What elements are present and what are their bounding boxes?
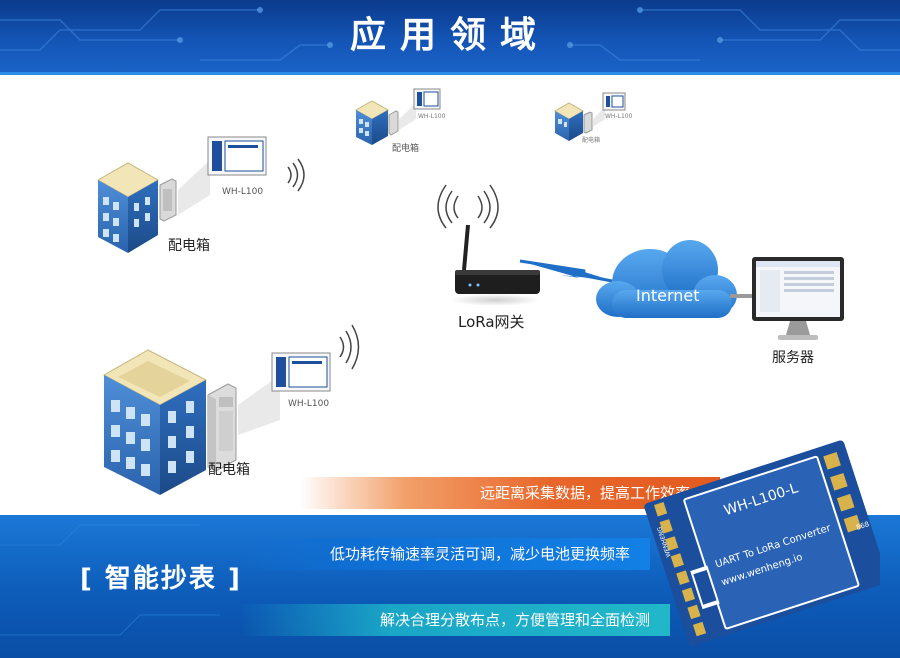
page-title: 应用领域	[349, 15, 550, 56]
signal-beam-icon	[178, 160, 210, 215]
wireless-signal-icon	[437, 184, 499, 229]
network-diagram: 配电箱 WH-L100 配电箱 WH-L100 配电箱 WH-L100 LoRa…	[0, 75, 900, 515]
lora-module-icon	[271, 352, 331, 392]
cloud-label: Internet	[636, 286, 700, 305]
lora-module-board: WH-L100-L UART To LoRa Converter www.wen…	[640, 430, 889, 654]
distribution-box-icon	[207, 383, 237, 472]
lora-gateway-icon	[450, 224, 540, 306]
lora-module-icon	[207, 136, 267, 176]
wireless-signal-icon	[339, 324, 360, 370]
distribution-box-label: 配电箱	[392, 144, 420, 154]
circuit-pattern-icon	[0, 7, 900, 61]
building-icon	[102, 349, 208, 495]
cloud-icon	[596, 240, 737, 318]
wireless-signal-icon	[287, 158, 305, 192]
building-icon	[96, 162, 160, 253]
module-label: WH-L100	[288, 399, 330, 409]
lora-module-icon	[413, 88, 441, 110]
server-label: 服务器	[772, 350, 814, 366]
server-monitor-icon	[752, 257, 844, 340]
lightning-link-line	[519, 259, 613, 283]
signal-beam-icon	[399, 103, 416, 130]
signal-beam-icon	[593, 107, 605, 127]
distribution-box-label: 配电箱	[168, 238, 210, 254]
header-banner: 应用领域	[0, 0, 900, 72]
signal-beam-icon	[238, 375, 280, 435]
distribution-box-label: 配电箱	[582, 137, 601, 144]
feature-item: 低功耗传输速率灵活可调，减少电池更换频率	[240, 538, 650, 570]
building-icon	[553, 102, 585, 141]
diagram-graphics	[96, 88, 844, 495]
lora-module-icon	[602, 92, 626, 111]
distribution-box-icon	[583, 111, 593, 134]
header-divider	[0, 72, 900, 75]
distribution-box-icon	[159, 178, 177, 222]
module-board-graphic	[644, 440, 889, 646]
distribution-box-icon	[388, 110, 399, 136]
feature-item: 解决合理分散布点，方便管理和全面检测	[240, 604, 670, 636]
module-label: WH-L100	[418, 113, 446, 120]
module-label: WH-L100	[605, 113, 633, 120]
building-icon	[354, 100, 390, 145]
banner-tag: [ 智能抄表 ]	[80, 564, 242, 594]
banner-pattern-icon	[0, 524, 220, 636]
distribution-box-label: 配电箱	[208, 462, 250, 478]
module-label: WH-L100	[222, 187, 264, 197]
gateway-label: LoRa网关	[458, 313, 525, 331]
